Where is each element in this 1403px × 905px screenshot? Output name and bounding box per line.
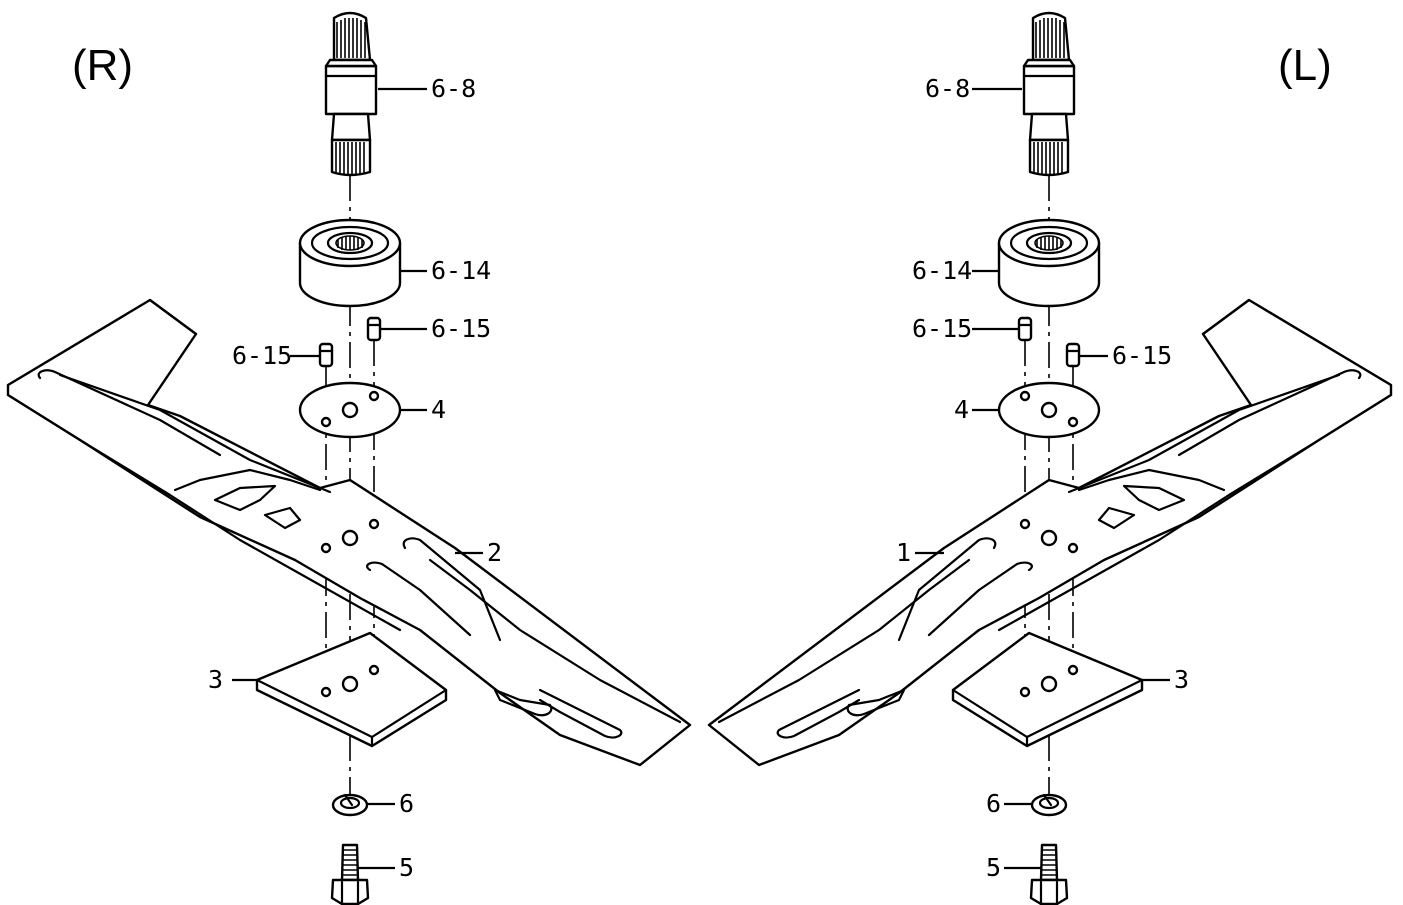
label-plate-right: 3: [208, 665, 223, 694]
blade-right: [6, 298, 692, 767]
pin-right-upper: [366, 316, 382, 342]
lock-washer-right: [331, 793, 369, 817]
left-assembly: (L): [707, 11, 1393, 905]
lock-washer-left: [1030, 793, 1068, 817]
label-pin-lower-left: 6-15: [1112, 341, 1172, 370]
label-pin-upper-left: 6-15: [912, 314, 972, 343]
label-washer-plate-right: 4: [431, 395, 446, 424]
label-bearing-right: 6-14: [431, 256, 491, 285]
label-blade-right: 2: [487, 538, 502, 567]
bolt-right: [330, 843, 370, 905]
label-bearing-left: 6-14: [912, 256, 972, 285]
label-washer-plate-left: 4: [954, 395, 969, 424]
label-pin-lower-right: 6-15: [232, 341, 292, 370]
label-bolt-right: 5: [399, 853, 414, 882]
label-spindle-left: 6-8: [925, 74, 970, 103]
bearing-right: [298, 218, 402, 308]
spindle-left: [1022, 11, 1076, 177]
pin-right-lower: [318, 342, 334, 368]
label-plate-left: 3: [1174, 665, 1189, 694]
label-pin-upper-right: 6-15: [431, 314, 491, 343]
label-lock-washer-right: 6: [399, 789, 414, 818]
washer-plate-right: [298, 381, 402, 439]
plate-left: [951, 631, 1144, 748]
pin-left-upper: [1017, 316, 1033, 342]
bolt-left: [1029, 843, 1069, 905]
washer-plate-left: [997, 381, 1101, 439]
pin-left-lower: [1065, 342, 1081, 368]
right-assembly: (R): [6, 11, 692, 905]
label-spindle-right: 6-8: [431, 74, 476, 103]
plate-right: [255, 631, 448, 748]
side-label-right: (R): [72, 41, 133, 90]
label-lock-washer-left: 6: [986, 789, 1001, 818]
spindle-right: [324, 11, 378, 177]
label-blade-left: 1: [896, 538, 911, 567]
blade-left: [707, 298, 1393, 767]
label-bolt-left: 5: [986, 853, 1001, 882]
side-label-left: (L): [1278, 41, 1332, 90]
bearing-left: [997, 218, 1101, 308]
